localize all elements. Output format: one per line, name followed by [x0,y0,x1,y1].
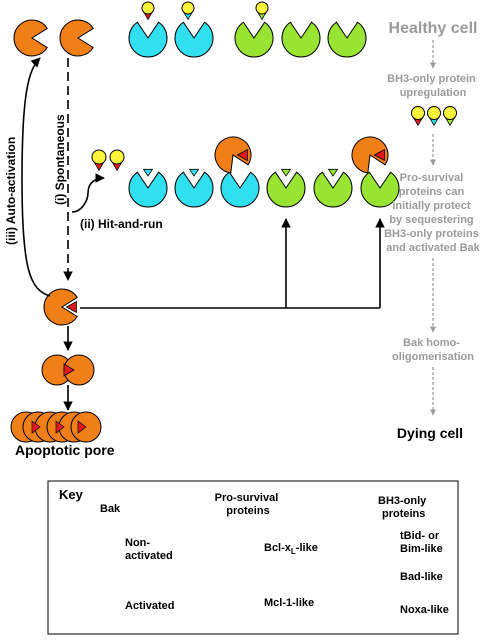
key-bh3-header: BH3-only proteins [378,495,429,520]
key-bad-like-label: Bad-like [400,571,443,583]
hit-and-run-label: (ii) Hit-and-run [80,217,163,231]
bh3-tbid-free-1 [91,149,107,172]
bh3-tbid-bound-top [141,1,155,21]
key-pro-survival-header: Pro-survival proteins [215,492,282,517]
auto-activation-arrow [21,57,51,297]
noxa-tail-in-mcl-mid-1 [280,168,292,177]
bcl-xl-like-protein-mid-2 [174,171,214,208]
bh3-bad-upregulated [427,106,441,127]
bcl-xl-like-protein-top-2 [174,21,214,58]
bak-non-activated-top-1 [13,19,48,57]
dying-cell-label: Dying cell [397,425,463,441]
hit-and-run-arrow [71,173,105,213]
bad-tail-in-bcl-mid-2 [188,168,200,177]
pore-interface-3 [77,420,87,434]
mcl1-like-protein-top-3 [327,21,367,58]
key-tbid-like-label: tBid- or Bim-like [400,530,443,555]
bak-dimer-interface [63,363,75,377]
mcl1-like-protein-mid-2 [313,171,353,208]
bcl-xl-like-protein-mid-3 [220,171,260,208]
mcl1-like-protein-mid-1 [266,171,306,208]
mcl1-like-protein-top-1 [234,21,274,58]
auto-activation-label: (iii) Auto-activation [4,137,18,245]
bh3-tbid-free-2 [109,149,125,172]
bcl-xl-like-protein-top-1 [128,21,168,58]
key-title: Key [59,487,84,502]
mcl1-like-protein-mid-3 [360,171,400,208]
bak-non-activated-top-2 [59,19,94,57]
noxa-tail-in-mcl-mid-2 [327,168,339,177]
key-noxa-like-label: Noxa-like [400,604,449,616]
bak-activated-center [43,288,78,326]
pore-interface-1 [31,420,41,434]
bak-homo-label: Bak homo- oligomerisation [392,337,474,363]
pore-interface-2 [55,420,65,434]
bh3-bad-bound-top [181,1,195,21]
bh3-upregulation-label: BH3-only protein upregulation [387,73,479,99]
bh3-noxa-bound-top [255,1,269,21]
bad-tail-in-bcl-mid-1 [142,168,154,177]
bcl-xl-like-protein-mid-1 [128,171,168,208]
mcl1-like-protein-top-2 [281,21,321,58]
pro-survival-protect-label: Pro-survival proteins can initially prot… [384,172,482,254]
key-box [47,480,459,635]
key-non-activated-label: Non- activated [125,537,173,562]
healthy-cell-label: Healthy cell [389,20,478,37]
key-bak-header: Bak [100,503,121,515]
key-mcl1-like-label: Mcl-1-like [264,597,314,609]
apoptotic-pore-label: Apoptotic pore [15,442,115,458]
bak-activated-bound-mcl [351,136,389,174]
key-activated-label: Activated [125,600,175,612]
bh3-noxa-upregulated [443,106,457,127]
spontaneous-label: (i) Spontaneous [53,114,67,205]
bh3-tbid-upregulated [411,106,425,127]
key-bcl-xl-like-label: Bcl-xL-like [264,542,318,556]
bak-activated-bound-bcl [214,136,252,174]
